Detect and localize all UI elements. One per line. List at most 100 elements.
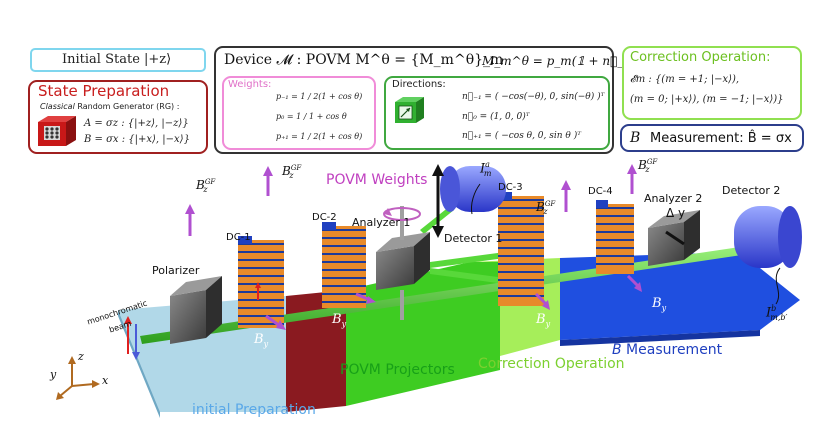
dc3-label: DC-3 <box>498 182 523 193</box>
by-label-4: By <box>652 296 666 313</box>
state-preparation-line-b: B = σx : {|+x⟩, |−x⟩} <box>84 134 190 145</box>
by-label-2: By <box>332 312 346 329</box>
state-preparation-box: State Preparation Classical Random Gener… <box>28 80 208 154</box>
device-formula: M_m^θ = p_m(𝟙 + n⃗_m · σ⃗) <box>482 54 667 68</box>
b-gf-symbol-2: B <box>282 164 291 178</box>
initial-state-text: Initial State |+z⟩ <box>62 52 172 67</box>
by-sub-4: y <box>661 303 667 313</box>
state-preparation-line-a: A = σz : {|+z⟩, |−z⟩} <box>84 118 189 129</box>
povm-projectors-slab <box>346 262 500 406</box>
i-m-a-sub: m <box>483 168 492 178</box>
measurement-text: Measurement: B̂ = σx <box>650 131 792 146</box>
by-label-3: By <box>536 312 550 329</box>
b-gf-label-2: BGFz <box>282 164 301 181</box>
dc1-label: DC-1 <box>226 232 251 243</box>
i-mbb-label: Ibm,b′ <box>766 304 787 322</box>
lower-split-beam <box>430 268 520 286</box>
axis-z-label: z <box>78 350 84 363</box>
random-generator-icon <box>38 116 76 146</box>
measurement-slab-lower <box>560 330 760 346</box>
b-measurement-rest: Measurement <box>621 342 723 358</box>
correction-title: Correction Operation: <box>630 50 771 65</box>
upper-split-beam <box>430 250 520 268</box>
correction-box: Correction Operation: 𝓔m : {(m = +1; |−x… <box>622 46 802 120</box>
by-symbol-4: B <box>652 296 662 311</box>
i-mbb-sub: m,b′ <box>770 312 788 322</box>
analyzer-icon <box>395 97 424 123</box>
b-measurement-label: B Measurement <box>612 342 722 358</box>
i-mbb-symbol: I <box>766 305 772 321</box>
i-m-a-symbol: I <box>480 161 486 177</box>
coordinate-axes <box>56 356 100 400</box>
measurement-box: B Measurement: B̂ = σx <box>620 124 804 152</box>
direction-n-minus: n⃗₋₁ = ( −cos(−θ), 0, sin(−θ) )ᵀ <box>462 92 605 102</box>
measurement-prefix: B <box>630 130 641 146</box>
correction-line-1: 𝓔m : {(m = +1; |−x⟩), <box>630 74 740 85</box>
i-mbb-sup: b <box>771 304 777 313</box>
b-gf-label-1: BGFz <box>196 178 215 195</box>
b-gf-sub-4: z <box>645 165 650 175</box>
analyzer1 <box>376 206 430 320</box>
by-sub-1: y <box>263 339 269 349</box>
weight-p-plus: p₊₁ = 1 / 2(1 + cos θ) <box>276 132 363 141</box>
delta-y-label: Δ y <box>666 206 686 220</box>
weight-p-minus: p₋₁ = 1 / 2(1 + cos θ) <box>276 92 363 101</box>
state-preparation-title: State Preparation <box>38 82 170 100</box>
b-gf-symbol-1: B <box>196 178 205 192</box>
direction-n-zero: n⃗₀ = (1, 0, 0)ᵀ <box>462 112 530 122</box>
b-gf-sup-2: GF <box>290 164 302 172</box>
i-m-a-label: Iam <box>480 160 492 178</box>
polarizer-label: Polarizer <box>152 264 200 277</box>
dc3-coil <box>498 192 544 306</box>
axis-x-label: x <box>102 374 109 387</box>
initial-state-box: Initial State |+z⟩ <box>30 48 206 72</box>
state-preparation-subtitle: Classical Random Generator (RG) : <box>40 102 179 111</box>
state-preparation-subtitle-italic: Classical <box>40 102 75 111</box>
dc1-coil <box>238 236 284 328</box>
dc2-coil <box>322 222 366 308</box>
directions-box: Directions: n⃗₋₁ = ( −cos(−θ), 0, sin(−θ… <box>384 76 610 150</box>
dc2-label: DC-2 <box>312 212 337 223</box>
by-sub-3: y <box>545 319 551 329</box>
detector2-label: Detector 2 <box>722 184 781 197</box>
b-gf-symbol-3: B <box>536 200 545 214</box>
device-title: Device 𝓜 : POVM M^θ = {M_m^θ}_m <box>224 52 504 68</box>
state-preparation-subtitle-rest: Random Generator (RG) : <box>74 102 180 111</box>
axis-y-label: y <box>50 368 57 381</box>
analyzer2 <box>648 210 700 266</box>
povm-weights-label: POVM Weights <box>326 172 428 188</box>
weights-title: Weights: <box>228 79 272 90</box>
by-symbol-2: B <box>332 312 342 327</box>
b-gf-sub-2: z <box>289 171 294 181</box>
by-symbol-3: B <box>536 312 546 327</box>
detector2 <box>734 206 802 268</box>
preparation-red-slab <box>286 290 346 412</box>
by-sub-2: y <box>341 319 347 329</box>
b-gf-sub-3: z <box>543 207 548 217</box>
correction-operation-label: Correction Operation <box>478 356 625 372</box>
detector1 <box>440 166 506 212</box>
b-gf-sup-1: GF <box>204 178 216 186</box>
dc4-label: DC-4 <box>588 186 613 197</box>
b-gf-sup-4: GF <box>646 158 658 166</box>
by-symbol-1: B <box>254 332 264 347</box>
b-gf-sup-3: GF <box>544 200 556 208</box>
analyzer1-label: Analyzer 1 <box>352 216 411 229</box>
b-gf-symbol-4: B <box>638 158 647 172</box>
analyzer2-label: Analyzer 2 <box>644 192 703 205</box>
direction-n-plus: n⃗₊₁ = ( −cos θ, 0, sin θ )ᵀ <box>462 131 581 141</box>
b-gf-label-3: BGFz <box>536 200 555 217</box>
detector1-label: Detector 1 <box>444 232 503 245</box>
polarizer <box>170 276 222 344</box>
b-measurement-italic: B <box>612 342 622 358</box>
by-label-1: By <box>254 332 268 349</box>
directions-title: Directions: <box>392 79 446 90</box>
correction-line-2: (m = 0; |+x⟩), (m = −1; |−x⟩)} <box>630 94 784 105</box>
dc4-coil <box>596 200 634 274</box>
b-gf-sub-1: z <box>203 185 208 195</box>
initial-preparation-label: initial Preparation <box>192 402 316 418</box>
b-gf-label-4: BGFz <box>638 158 657 175</box>
weight-p-zero: p₀ = 1 / 1 + cos θ <box>276 112 347 121</box>
